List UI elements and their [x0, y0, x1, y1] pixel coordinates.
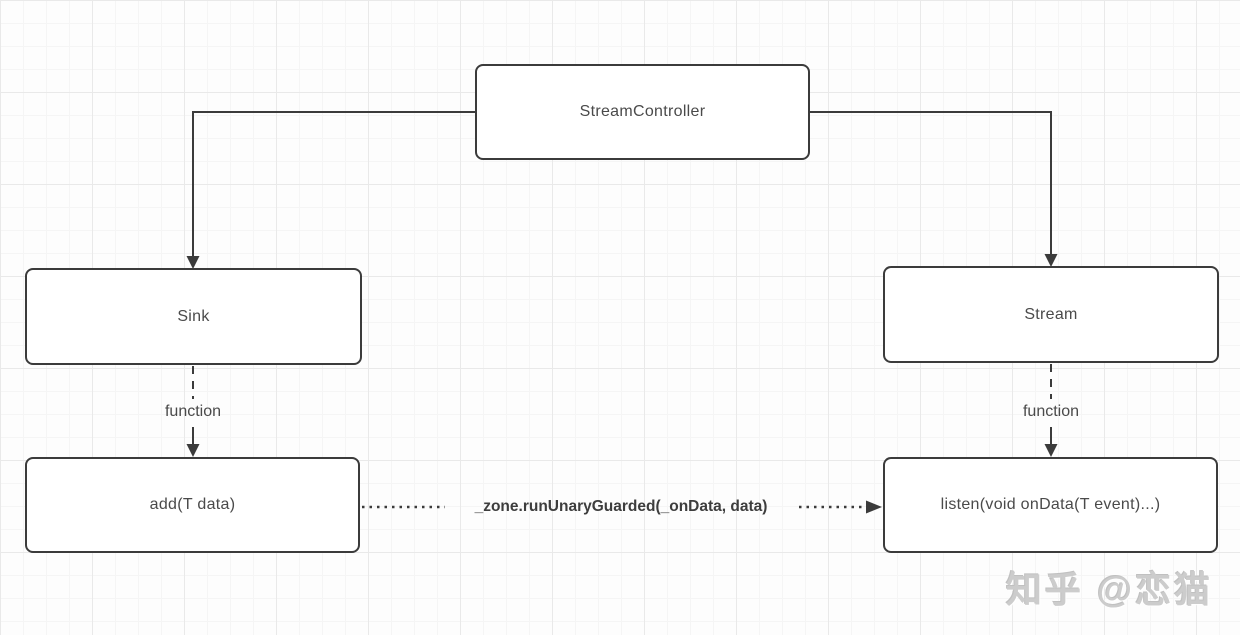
- node-stream-label: Stream: [1024, 305, 1078, 323]
- node-listen: listen(void onData(T event)...): [883, 457, 1218, 553]
- edge-label-function-sink: function: [164, 403, 222, 420]
- node-listen-label: listen(void onData(T event)...): [940, 496, 1161, 513]
- node-sink: Sink: [25, 268, 362, 365]
- node-stream: Stream: [883, 266, 1219, 363]
- node-sink-label: Sink: [177, 307, 210, 325]
- arrowhead-down-stream-icon: [1044, 254, 1058, 267]
- edge-label-function-stream: function: [1022, 403, 1080, 420]
- edge-controller-to-stream: [810, 111, 1052, 254]
- arrowhead-down-sink-icon: [186, 256, 200, 269]
- edge-controller-to-sink: [192, 111, 475, 256]
- node-add-t-data-label: add(T data): [149, 496, 236, 513]
- arrowhead-down-listen-icon: [1044, 444, 1058, 457]
- edge-label-zone-run-unary-guarded: _zone.runUnaryGuarded(_onData, data): [474, 498, 768, 515]
- node-add-t-data: add(T data): [25, 457, 360, 553]
- arrowhead-down-add-icon: [186, 444, 200, 457]
- arrowhead-right-listen-icon: [866, 500, 882, 514]
- zhihu-watermark: 知乎 @恋猫: [1006, 569, 1214, 610]
- node-stream-controller: StreamController: [475, 64, 810, 160]
- node-stream-controller-label: StreamController: [579, 103, 706, 120]
